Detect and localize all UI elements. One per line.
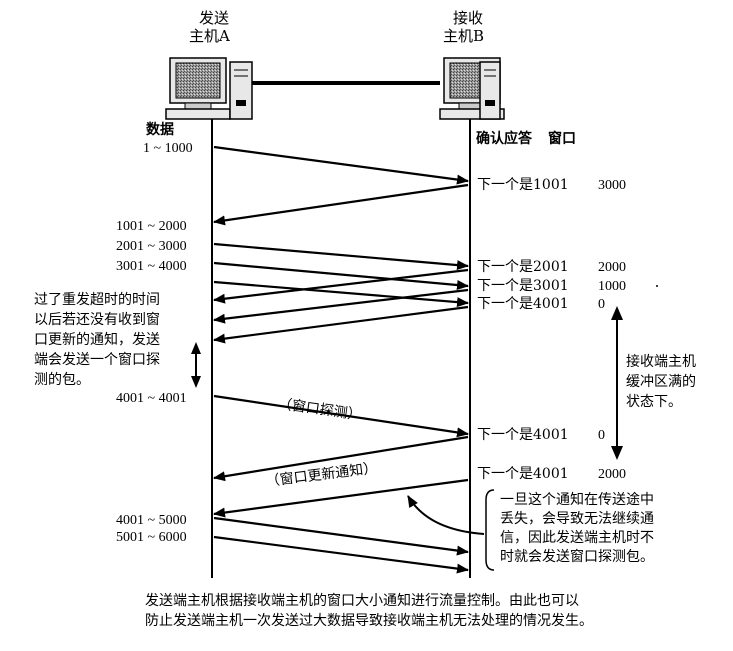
buffer-note-line1: 接收端主机 [626, 354, 696, 370]
timeout-note-line2: 以后若还没有收到窗 [34, 312, 160, 328]
ack-row-2-ack: 下一个是2001 [477, 259, 569, 275]
loss-note-line1: 一旦这个通知在传送途中 [500, 492, 654, 508]
data-label-6: 4001 ~ 5000 [116, 513, 187, 528]
loss-note-line3: 信，因此发送端主机时不 [500, 530, 654, 546]
loss-note-line4: 时就会发送窗口探测包。 [500, 549, 654, 565]
ack-row-5-window: 0 [598, 428, 605, 443]
timeout-note-line5: 测的包。 [34, 372, 90, 388]
arrow-data-6 [213, 535, 469, 574]
data-label-1: 1 ~ 1000 [143, 141, 193, 156]
data-label-3: 2001 ~ 3000 [116, 239, 187, 254]
arrow-probe [213, 394, 469, 438]
data-label-4: 3001 ~ 4000 [116, 259, 187, 274]
arrow-ack-5 [213, 435, 469, 482]
arrow-ack-3 [213, 288, 469, 324]
timeout-interval-arrow [191, 342, 201, 388]
caption-line2: 防止发送端主机一次发送过大数据导致接收端主机无法处理的情况发生。 [145, 613, 593, 629]
ack-row-4-ack: 下一个是4001 [477, 296, 569, 312]
buffer-note-line3: 状态下。 [626, 394, 682, 410]
ack-row-3-ack: 下一个是3001 [477, 278, 569, 294]
host-a-label-line1: 发送 [199, 9, 230, 27]
loss-note-line2: 丢失，会导致无法继续通 [500, 511, 654, 527]
arrow-ack-4 [213, 305, 469, 344]
ack-row-4-window: 0 [598, 297, 605, 312]
data-label-5: 4001 ~ 4001 [116, 391, 187, 406]
computer-a-icon [165, 57, 253, 120]
arrow-data-1 [213, 145, 469, 185]
arrow-ack-2 [213, 268, 469, 304]
timeout-note-line3: 口更新的通知，发送 [34, 332, 160, 348]
arrow-window-update [213, 478, 469, 518]
arrow-data-4 [213, 280, 469, 308]
ack-row-1-ack: 下一个是1001 [477, 177, 569, 193]
computer-b-icon [439, 57, 505, 120]
data-label-7: 5001 ~ 6000 [116, 530, 187, 545]
ack-row-6-ack: 下一个是4001 [477, 466, 569, 482]
sender-header: 数据 [146, 122, 174, 138]
ack-row-1-window: 3000 [598, 178, 626, 193]
ack-row-6-window: 2000 [598, 467, 626, 482]
host-a-label-line2: 主机A [189, 27, 230, 45]
buffer-note-line2: 缓冲区满的 [626, 374, 696, 390]
ack-row-2-window: 2000 [598, 260, 626, 275]
stray-dot [656, 285, 658, 287]
timeout-note-line4: 端会发送一个窗口探 [34, 352, 160, 368]
arrow-data-2 [213, 242, 469, 271]
caption-line1: 发送端主机根据接收端主机的窗口大小通知进行流量控制。由此也可以 [145, 593, 579, 609]
buffer-full-interval-arrow [611, 306, 623, 460]
data-label-2: 1001 ~ 2000 [116, 219, 187, 234]
host-b-label-line1: 接收 [453, 9, 484, 27]
arrow-data-5 [213, 516, 469, 556]
arrow-ack-1 [213, 183, 469, 226]
receiver-ack-header: 确认应答 [476, 131, 532, 147]
receiver-window-header: 窗口 [548, 131, 576, 147]
ack-row-3-window: 1000 [598, 279, 626, 294]
timeout-note-line1: 过了重发超时的时间 [34, 292, 160, 308]
ack-row-5-ack: 下一个是4001 [477, 427, 569, 443]
host-b-label-line2: 主机B [443, 27, 485, 45]
loss-note-pointer [407, 495, 485, 535]
loss-note-bracket [485, 489, 495, 571]
arrow-data-3 [213, 261, 469, 290]
